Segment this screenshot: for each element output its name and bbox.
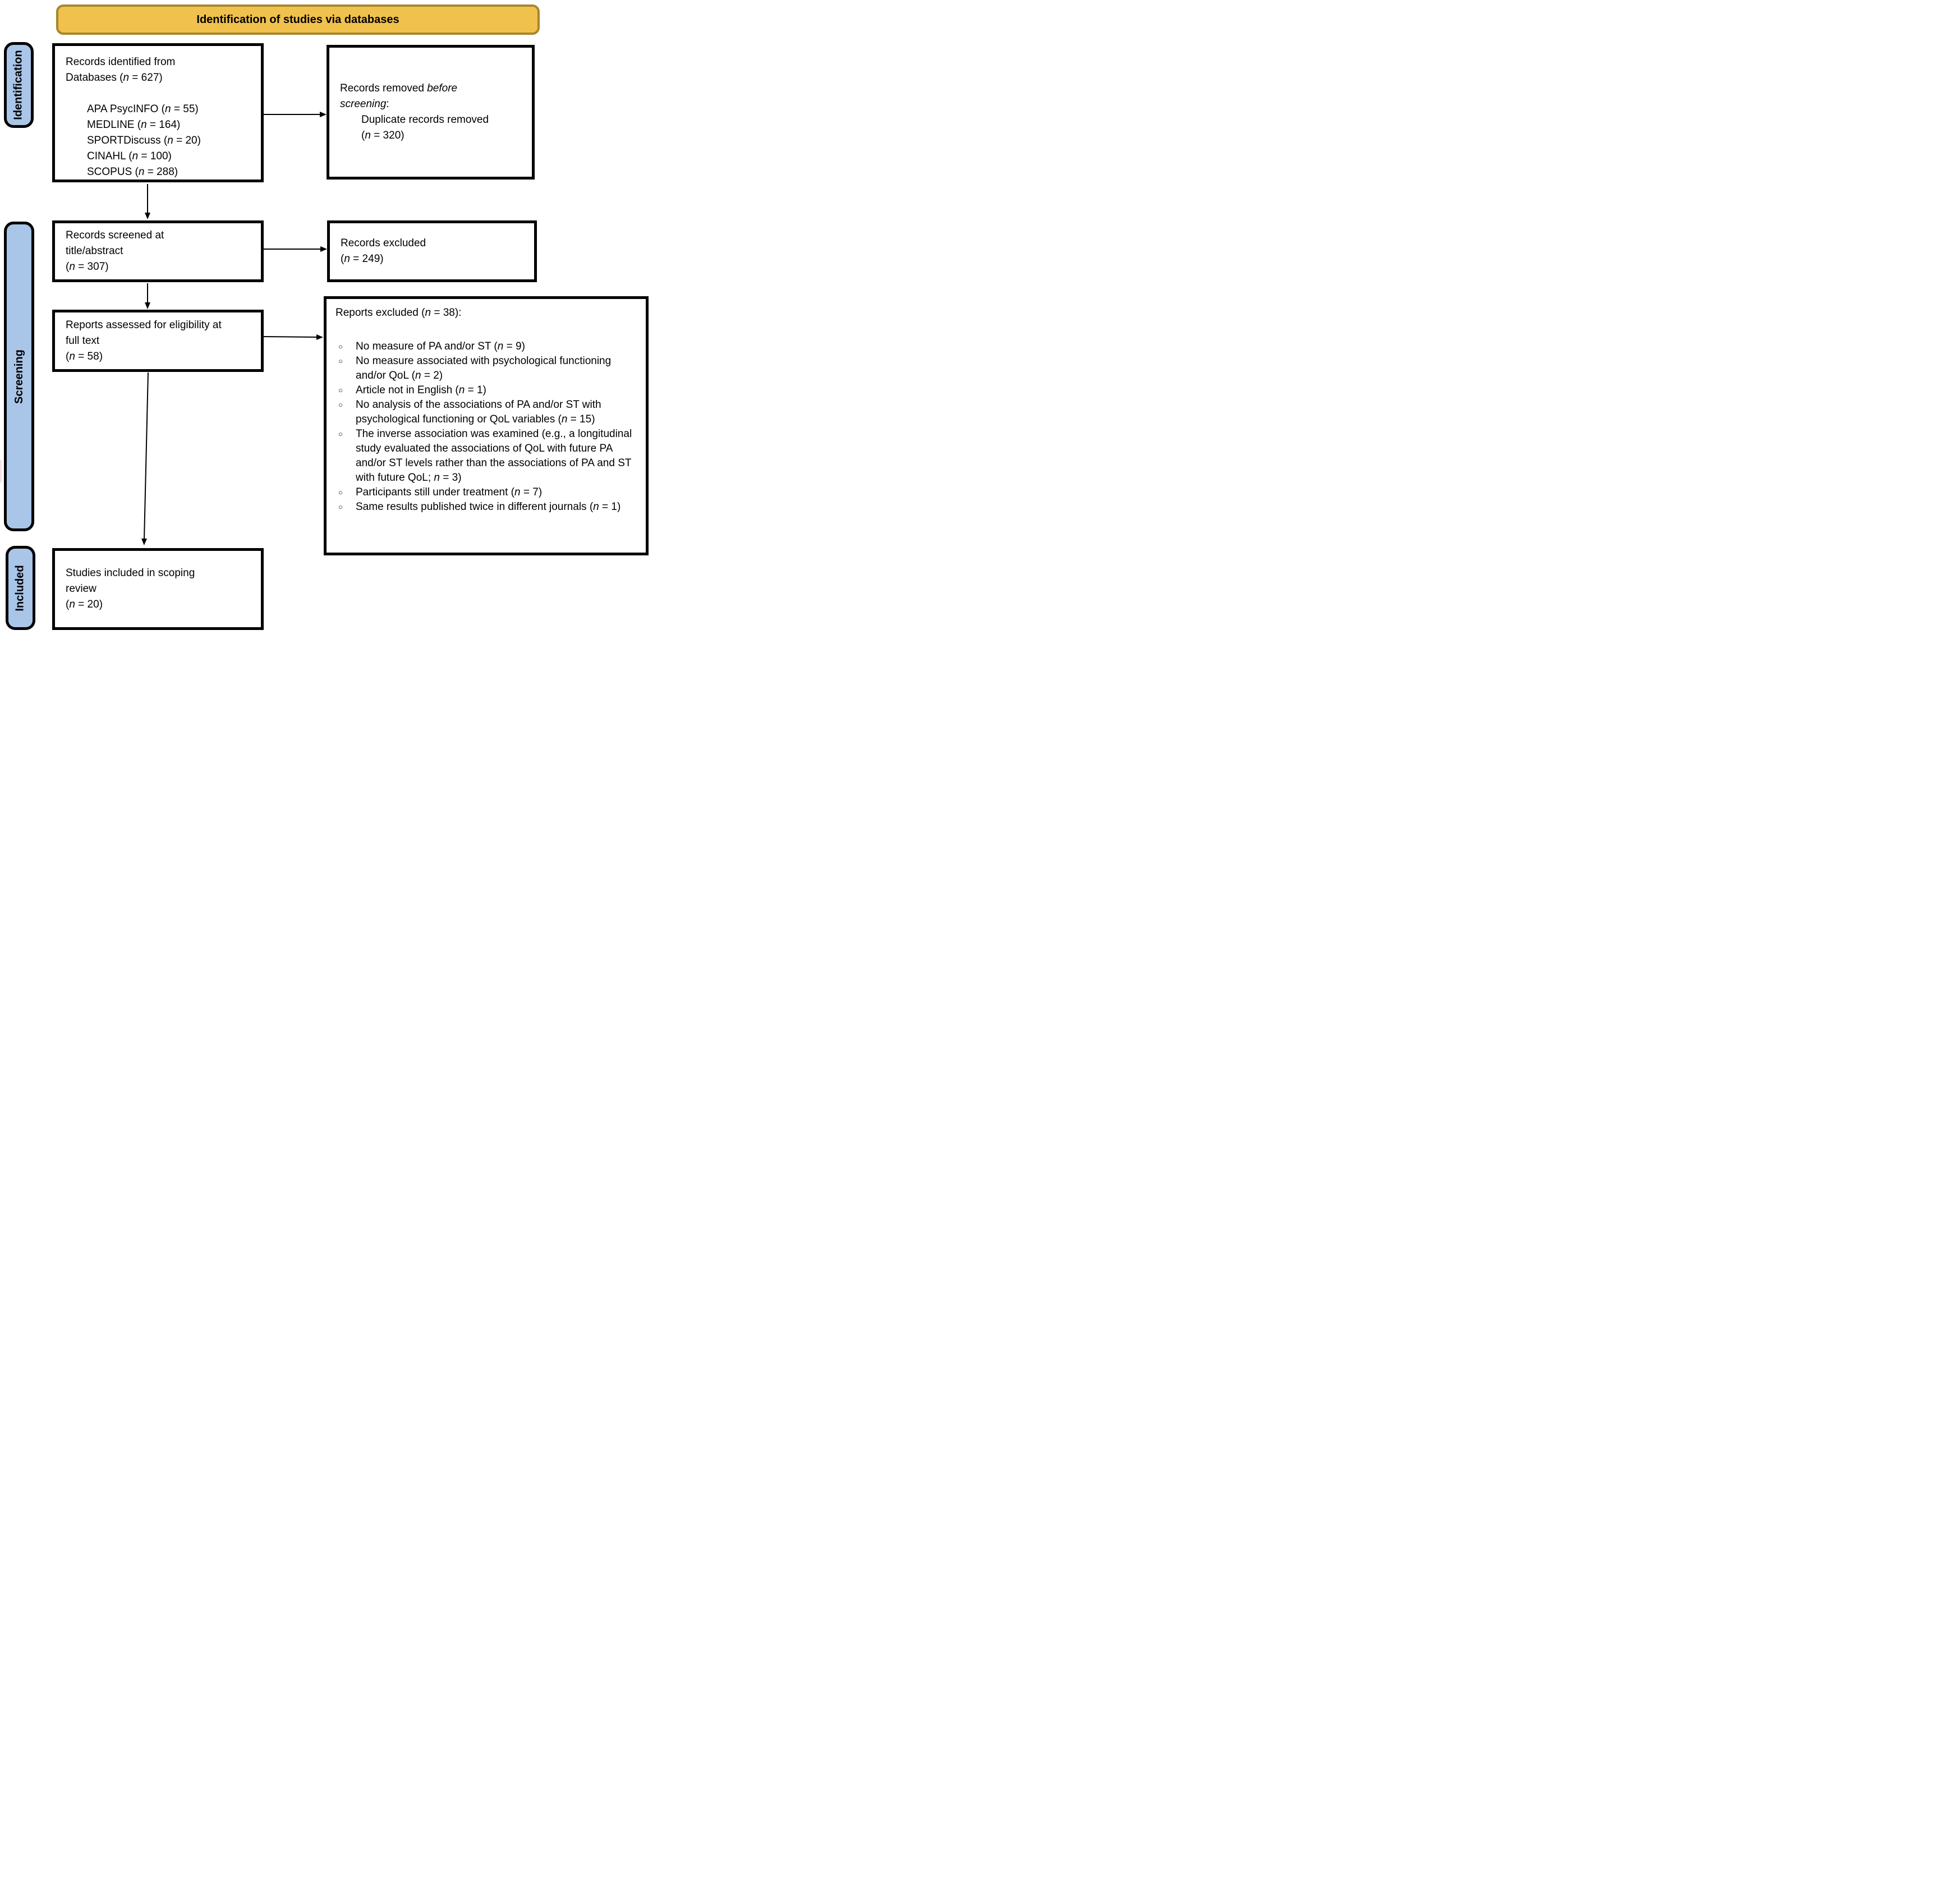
list-item-text: SPORTDiscuss (n = 20)	[87, 135, 201, 146]
list-item: ○ Participants still under treatment (n =…	[335, 485, 638, 500]
list-item-text: No measure of PA and/or ST (n = 9)	[356, 341, 525, 352]
records-excluded-text: Records excluded(n = 249)	[341, 237, 426, 265]
list-item-text: CINAHL (n = 100)	[87, 150, 172, 162]
bullet-circle-icon: ○	[338, 342, 343, 351]
list-item: ○ Article not in English (n = 1)	[335, 383, 638, 398]
stage-label-included: Included	[6, 546, 35, 630]
list-item: MEDLINE (n = 164)	[87, 117, 256, 133]
list-item: ○ No measure associated with psychologica…	[335, 354, 638, 383]
scan-artifact	[0, 460, 2, 482]
prisma-flow-diagram: Identification of studies via databases …	[0, 0, 652, 634]
bullet-circle-icon: ○	[338, 503, 343, 511]
database-list: APA PsycINFO (n = 55) MEDLINE (n = 164) SP…	[87, 102, 256, 180]
list-item: SPORTDiscuss (n = 20)	[87, 133, 256, 149]
list-item: ○ Same results published twice in differe…	[335, 500, 638, 514]
list-item: SCOPUS (n = 288)	[87, 164, 256, 180]
banner-title: Identification of studies via databases	[56, 4, 540, 35]
box-reports-excluded: Reports excluded (n = 38): ○ No measure o…	[324, 296, 649, 555]
list-item-text: Participants still under treatment (n = …	[356, 486, 543, 498]
arrow-assessed-to-included	[141, 372, 149, 545]
bullet-circle-icon: ○	[338, 386, 343, 394]
bullet-circle-icon: ○	[338, 430, 343, 438]
stage-label-screening: Screening	[4, 222, 34, 531]
box-records-excluded: Records excluded(n = 249)	[327, 220, 537, 282]
stage-label-identification-text: Identification	[12, 50, 25, 120]
duplicates-removed-text: Duplicate records removed(n = 320)	[361, 114, 489, 141]
list-item: APA PsycINFO (n = 55)	[87, 102, 256, 117]
stage-label-included-text: Included	[14, 564, 27, 611]
list-item-text: SCOPUS (n = 288)	[87, 166, 178, 178]
list-item-text: MEDLINE (n = 164)	[87, 119, 181, 131]
stage-label-identification: Identification	[4, 42, 34, 128]
bullet-circle-icon: ○	[338, 401, 343, 409]
list-item-text: No analysis of the associations of PA an…	[356, 399, 601, 425]
list-item: ○ No measure of PA and/or ST (n = 9)	[335, 339, 638, 354]
list-item: ○ The inverse association was examined (e…	[335, 427, 638, 485]
bullet-circle-icon: ○	[338, 357, 343, 365]
list-item: ○ No analysis of the associations of PA a…	[335, 398, 638, 427]
reports-excluded-header: Reports excluded (n = 38):	[335, 307, 462, 319]
exclusion-reason-list: ○ No measure of PA and/or ST (n = 9) ○ No m…	[335, 339, 638, 514]
list-item-text: The inverse association was examined (e.…	[356, 428, 632, 484]
list-item-text: Same results published twice in differen…	[356, 501, 621, 513]
list-item: CINAHL (n = 100)	[87, 149, 256, 164]
list-item-text: APA PsycINFO (n = 55)	[87, 103, 199, 115]
banner-title-text: Identification of studies via databases	[196, 13, 399, 26]
list-item-text: Article not in English (n = 1)	[356, 384, 486, 396]
bullet-circle-icon: ○	[338, 488, 343, 496]
list-item-text: No measure associated with psychological…	[356, 355, 612, 381]
stage-label-screening-text: Screening	[12, 349, 25, 404]
